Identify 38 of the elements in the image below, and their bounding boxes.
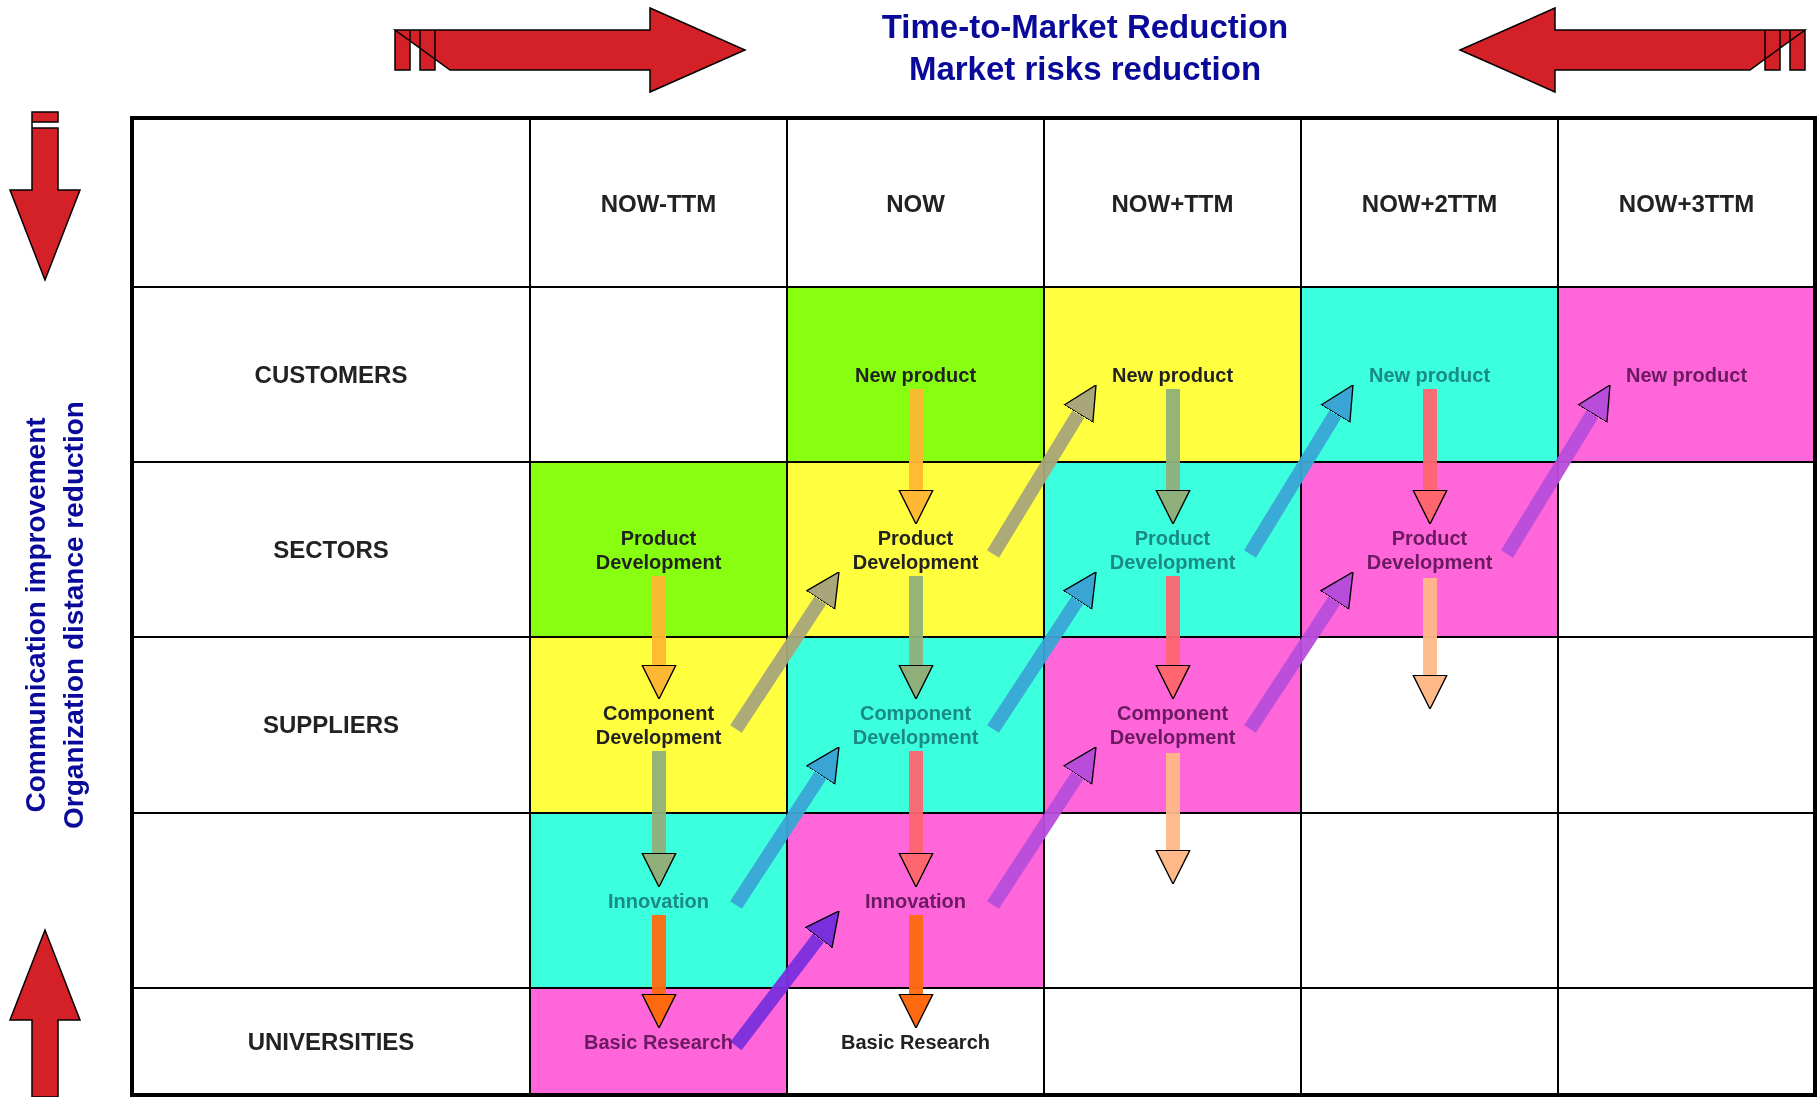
stage-label: Product Development: [1354, 525, 1505, 574]
block-arrow: [1155, 389, 1191, 525]
row-header: SECTORS: [272, 535, 390, 564]
column-header: NOW+2TTM: [1360, 190, 1499, 218]
stage-label: Product Development: [583, 525, 734, 574]
block-arrow: [1155, 753, 1191, 885]
block-arrow: [898, 915, 934, 1029]
stage-label: Innovation: [583, 888, 734, 913]
block-arrow: [1412, 389, 1448, 525]
title: Time-to-Market Reduction Market risks reduction: [880, 7, 1290, 89]
stage-label: Component Development: [840, 701, 991, 749]
block-arrow: [641, 915, 677, 1029]
block-arrow: [898, 751, 934, 888]
column-header: NOW: [885, 190, 946, 218]
block-arrow: [641, 751, 677, 888]
stage-label: Component Development: [1097, 701, 1248, 749]
row-header: CUSTOMERS: [253, 360, 409, 389]
stage-label: New product: [840, 362, 991, 387]
column-header: NOW-TTM: [599, 190, 718, 218]
block-arrow: [1155, 576, 1191, 700]
row-header: SUPPLIERS: [262, 711, 400, 739]
row-header: UNIVERSITIES: [246, 1027, 416, 1056]
stage-label: Basic Research: [583, 1029, 734, 1054]
stage-label: New product: [1611, 362, 1762, 387]
column-header: NOW+3TTM: [1617, 190, 1756, 218]
block-arrow: [641, 576, 677, 700]
stage-label: New product: [1354, 362, 1505, 387]
column-header: NOW+TTM: [1110, 190, 1235, 218]
stage-label: Product Development: [840, 525, 991, 574]
stage-label: Innovation: [840, 888, 991, 913]
stage-label: Product Development: [1097, 525, 1248, 574]
stage-label: Basic Research: [840, 1029, 991, 1054]
stage-label: Component Development: [583, 701, 734, 749]
block-arrow: [898, 576, 934, 700]
block-arrow: [898, 389, 934, 525]
stage-label: New product: [1097, 362, 1248, 387]
block-arrow: [1412, 578, 1448, 710]
side-heading: Communication improvement Organization distance reduction: [19, 400, 90, 831]
